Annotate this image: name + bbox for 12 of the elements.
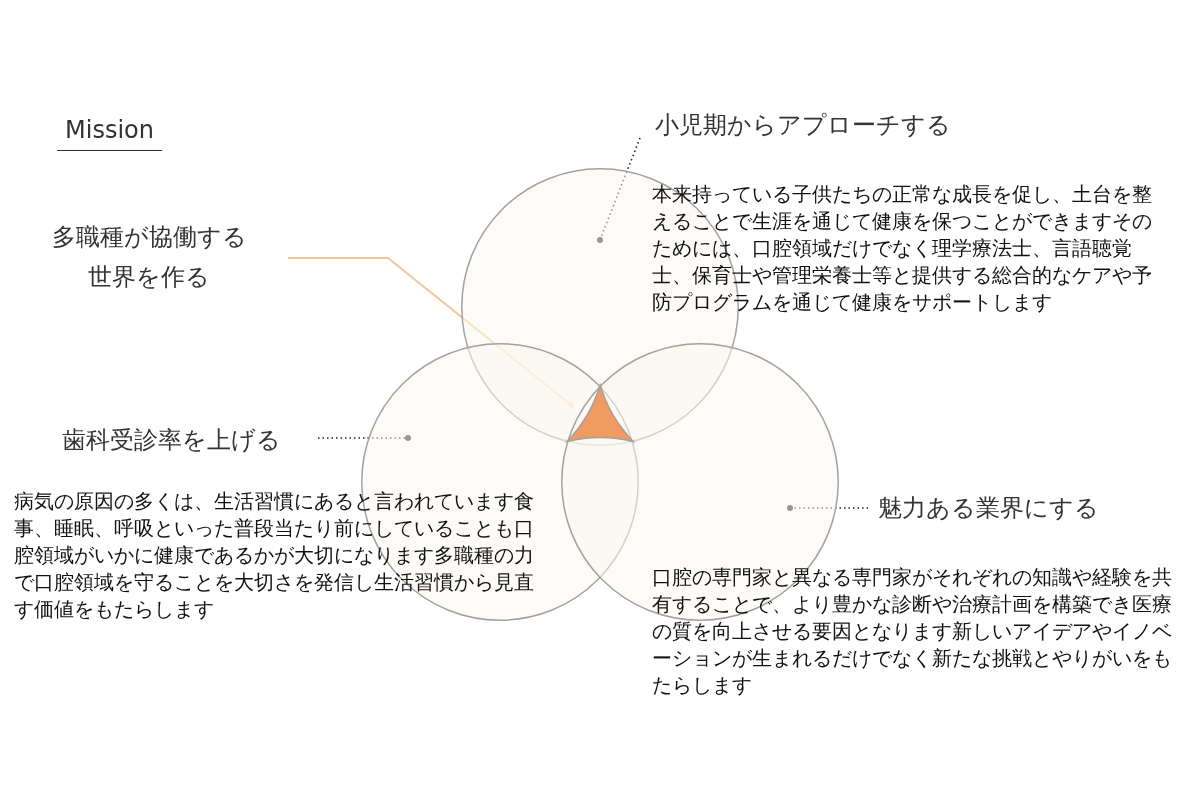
leader-line xyxy=(287,257,574,408)
leader-line xyxy=(787,505,869,511)
description-text: 病気の原因の多くは、生活習慣にあると言われています食事、睡眠、呼吸といった普段当たり前にしていることも口腔領域がいかに健康であるかが大切になります多職種の力で口腔領域を守ることを大切さを発信し生活習慣から見直す価値をもたらします xyxy=(14,489,535,623)
circle-heading: 魅力ある業界にする xyxy=(878,493,1100,524)
description-text: 本来持っている子供たちの正常な成長を促し、土台を整えることで生涯を通じて健康を保つことができますそのためには、口腔領域だけでなく理学療法士、言語聴覚士、保育士や管理栄養士等と提供する総合的なケアや予防プログラムを通じて健康をサポートします xyxy=(652,182,1153,316)
circle-heading: 多職種が協働する世界を作る xyxy=(50,222,248,293)
leader-line xyxy=(317,435,411,441)
leader-line xyxy=(597,137,641,243)
circle-heading: 小児期からアプローチする xyxy=(655,110,952,141)
circle-heading: 歯科受診率を上げる xyxy=(62,425,282,456)
section-title: Mission xyxy=(57,116,162,151)
description-text: 口腔の専門家と異なる専門家がそれぞれの知識や経験を共有することで、より豊かな診断や治療計画を構築でき医療の質を向上させる要因となります新しいアイデアやイノベーションが生まれるだけでなく新たな挑戦とやりがいをもたらします xyxy=(652,565,1173,699)
